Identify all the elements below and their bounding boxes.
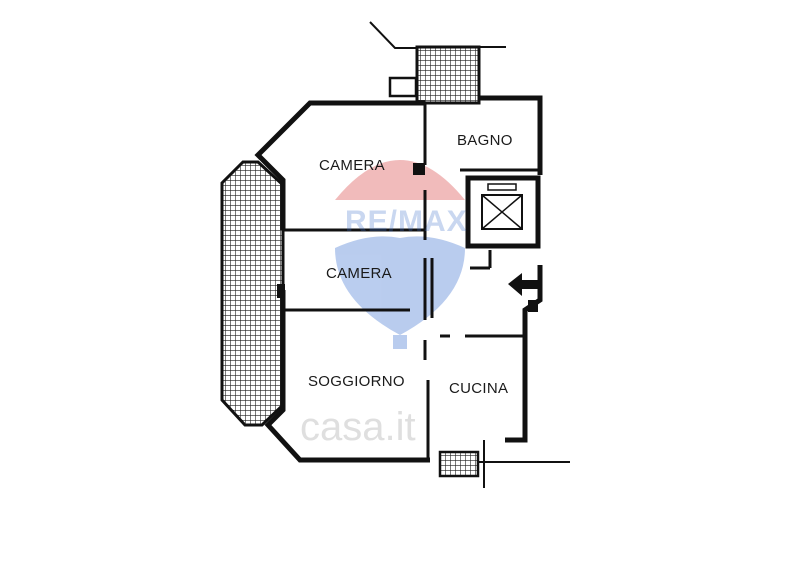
room-label-camera-mid: CAMERA [326,265,392,282]
room-label-bagno: BAGNO [457,132,513,149]
balcony-top [369,21,506,105]
balcony-left [220,160,285,427]
entrance-arrow-icon [508,273,542,296]
balcony-bottom [438,440,570,488]
remax-watermark-text: RE/MAX [345,205,468,238]
casa-watermark-text: casa.it [300,405,416,449]
room-label-soggiorno: SOGGIORNO [308,373,405,390]
interior-walls [283,101,540,460]
remax-balloon-watermark [335,160,465,349]
structural-columns [277,163,538,312]
room-label-camera-top: CAMERA [319,157,385,174]
room-label-cucina: CUCINA [449,380,509,397]
elevator-shaft [465,175,541,249]
